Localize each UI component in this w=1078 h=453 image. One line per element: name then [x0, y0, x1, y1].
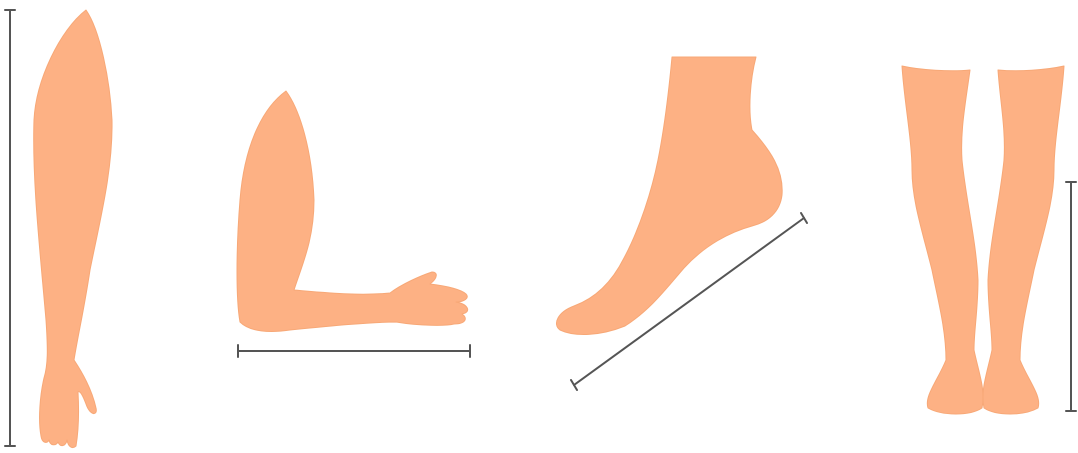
- arm-straight-figure: [34, 10, 112, 448]
- arm-bent-measure: [238, 345, 470, 357]
- legs-measure: [1066, 182, 1076, 411]
- right-leg-shape: [983, 66, 1064, 414]
- measure-cap-toe: [801, 213, 807, 223]
- measure-cap-heel: [571, 380, 577, 390]
- arm-straight-shape: [34, 10, 112, 448]
- foot-shape: [556, 57, 782, 335]
- legs-figure: [902, 66, 1064, 414]
- arm-bent-shape: [237, 91, 468, 331]
- foot-figure: [556, 57, 782, 335]
- arm-straight-measure: [5, 10, 15, 446]
- arm-bent-figure: [237, 91, 468, 331]
- left-leg-shape: [902, 66, 983, 414]
